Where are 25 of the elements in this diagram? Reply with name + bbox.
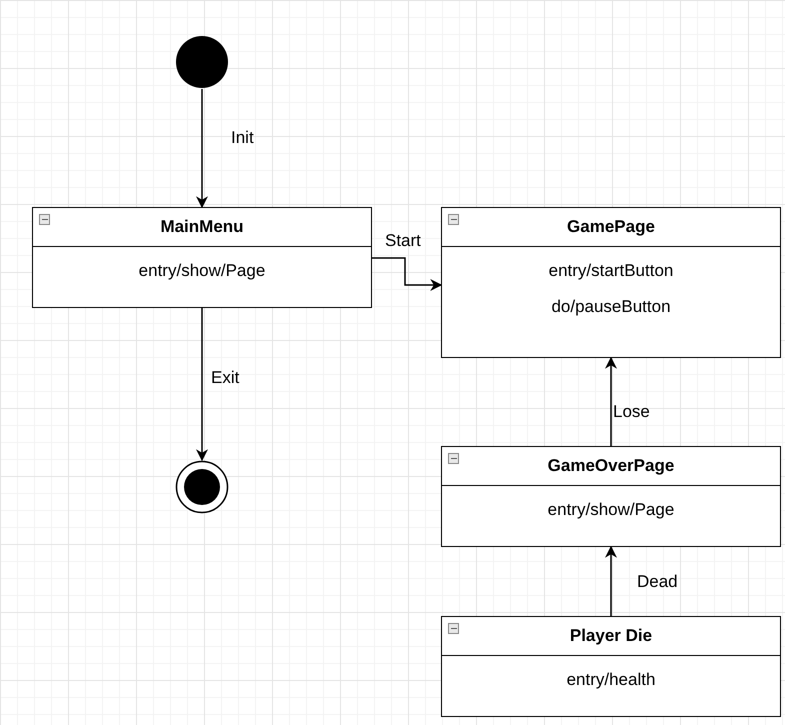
transition-arrow — [372, 257, 442, 291]
state-action: do/pauseButton — [551, 296, 671, 318]
final-state-symbol — [175, 460, 229, 514]
state-box — [441, 207, 781, 358]
edge-label: Dead — [637, 572, 678, 592]
state-name: Player Die — [570, 626, 652, 646]
state-name: GameOverPage — [548, 456, 674, 476]
state-action: entry/show/Page — [138, 260, 266, 282]
state-action: entry/health — [566, 669, 656, 691]
edge-label: Lose — [613, 402, 650, 422]
transition-arrow — [605, 356, 617, 446]
state-action: entry/show/Page — [548, 499, 674, 521]
state-box — [441, 446, 781, 547]
state-name: MainMenu — [160, 217, 244, 237]
state-name: GamePage — [567, 217, 655, 237]
edge-label: Init — [231, 128, 254, 148]
transition-arrow — [196, 89, 208, 208]
edge-label: Exit — [211, 368, 240, 388]
transition-arrow — [196, 308, 208, 462]
transition-arrow — [605, 546, 617, 616]
state-box — [32, 207, 372, 308]
state-action: entry/startButton — [548, 260, 674, 282]
initial-state-dot — [175, 35, 229, 89]
state-box — [441, 616, 781, 717]
edge-label: Start — [385, 231, 421, 251]
